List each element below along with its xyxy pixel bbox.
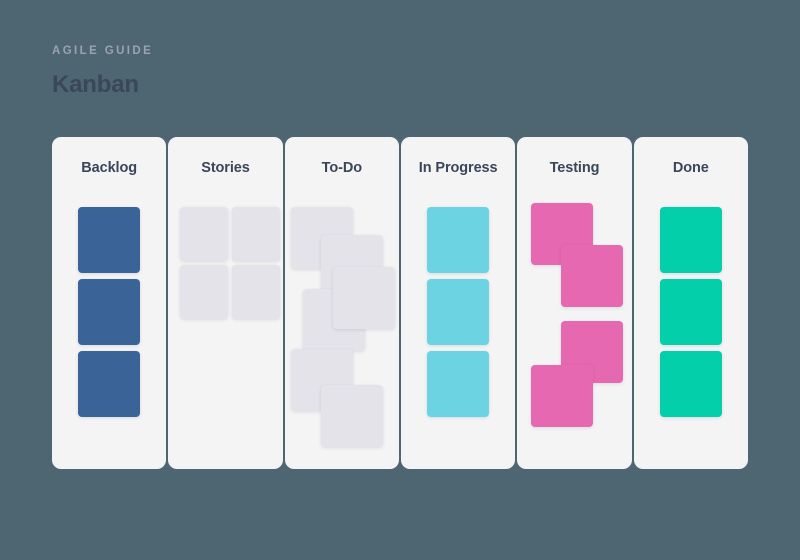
card-list-stories [168, 137, 282, 469]
card-list-backlog [52, 137, 166, 469]
card[interactable] [427, 351, 490, 417]
card-list-to-do [285, 137, 399, 469]
card[interactable] [320, 385, 383, 447]
kanban-column-to-do[interactable]: To-Do [284, 137, 399, 469]
card[interactable] [332, 267, 395, 329]
card[interactable] [659, 207, 722, 273]
column-title-to-do: To-Do [321, 160, 362, 176]
column-title-backlog: Backlog [81, 160, 138, 176]
column-title-done: Done [672, 160, 709, 176]
card[interactable] [78, 279, 141, 345]
card[interactable] [78, 207, 141, 273]
card[interactable] [561, 245, 624, 307]
eyebrow-label: AGILE GUIDE [52, 45, 154, 57]
kanban-column-testing[interactable]: Testing [517, 137, 632, 469]
kanban-column-done[interactable]: Done [633, 137, 748, 469]
card[interactable] [427, 207, 490, 273]
card[interactable] [180, 207, 229, 261]
card[interactable] [659, 279, 722, 345]
card[interactable] [531, 365, 594, 427]
kanban-column-stories[interactable]: Stories [168, 137, 283, 469]
column-title-testing: Testing [549, 160, 600, 176]
card-list-testing [517, 137, 631, 469]
card[interactable] [427, 279, 490, 345]
column-title-in-progress: In Progress [418, 160, 498, 176]
card[interactable] [180, 265, 229, 319]
card[interactable] [78, 351, 141, 417]
column-title-stories: Stories [201, 160, 250, 176]
card[interactable] [232, 207, 281, 261]
page-title: Kanban [52, 70, 139, 98]
kanban-column-backlog[interactable]: Backlog [52, 137, 167, 469]
kanban-column-in-progress[interactable]: In Progress [400, 137, 516, 469]
card-list-in-progress [401, 137, 515, 469]
kanban-board: Backlog Stories To-Do In Progress Testing Don… [52, 137, 748, 469]
card[interactable] [232, 265, 281, 319]
page-header: AGILE GUIDE Kanban [52, 45, 154, 98]
card[interactable] [659, 351, 722, 417]
card-list-done [634, 137, 748, 469]
